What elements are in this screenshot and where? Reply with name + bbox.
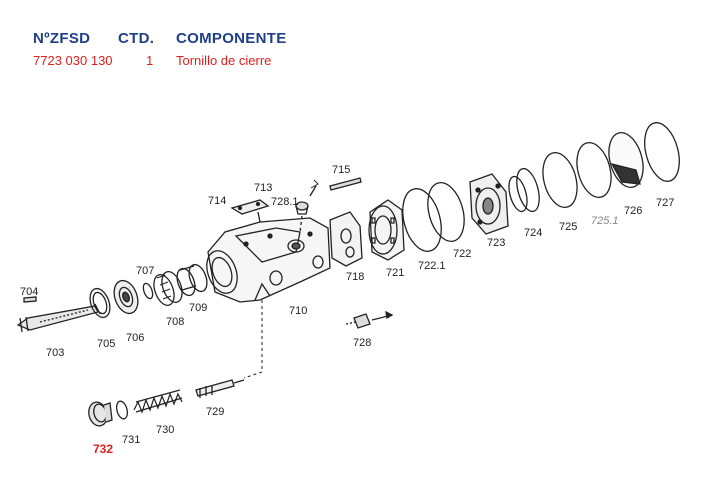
part-724-ring-set[interactable] xyxy=(506,166,544,214)
part-726-end-cover[interactable] xyxy=(603,129,648,191)
label-732: 732 xyxy=(93,442,113,456)
label-722: 722 xyxy=(453,248,471,260)
label-704: 704 xyxy=(20,286,38,298)
label-703: 703 xyxy=(46,347,64,359)
part-715-pin[interactable] xyxy=(309,177,362,197)
part-703-shaft[interactable] xyxy=(16,303,101,333)
label-713: 713 xyxy=(254,182,272,194)
part-725-1-ring[interactable] xyxy=(571,139,616,201)
header-part-number: NºZFSD xyxy=(33,30,91,47)
part-727-snap-ring[interactable] xyxy=(639,119,685,185)
part-722-1-ring[interactable] xyxy=(396,184,447,255)
label-730: 730 xyxy=(156,424,174,436)
label-718: 718 xyxy=(346,271,364,283)
header-component: COMPONENTE xyxy=(176,30,287,47)
component-value: Tornillo de cierre xyxy=(176,53,272,68)
part-728-1-plug[interactable] xyxy=(295,201,309,233)
part-722-ring[interactable] xyxy=(422,179,470,246)
part-706-seal[interactable] xyxy=(110,277,142,316)
label-725: 725 xyxy=(559,221,577,233)
header-quantity: CTD. xyxy=(118,30,155,47)
part-714-plate[interactable] xyxy=(230,199,270,215)
part-731-ring[interactable] xyxy=(115,400,129,420)
label-709: 709 xyxy=(189,302,207,314)
label-727: 727 xyxy=(656,197,674,209)
label-726: 726 xyxy=(624,205,642,217)
part-709-needle-bearing[interactable] xyxy=(174,262,211,298)
label-728: 728 xyxy=(353,337,371,349)
part-721-rotor[interactable] xyxy=(368,199,405,261)
part-708-bearing[interactable] xyxy=(150,269,186,308)
part-707-ring[interactable] xyxy=(142,282,155,300)
label-725-1: 725.1 xyxy=(591,215,619,227)
label-707: 707 xyxy=(136,265,154,277)
part-718-control-plate[interactable] xyxy=(329,211,363,267)
part-704-key[interactable] xyxy=(23,296,37,303)
label-729: 729 xyxy=(206,406,224,418)
part-729-valve[interactable] xyxy=(195,379,245,398)
part-723-cover[interactable] xyxy=(469,173,509,235)
part-705-snap-ring[interactable] xyxy=(86,286,113,320)
label-722-1: 722.1 xyxy=(418,260,446,272)
label-708: 708 xyxy=(166,316,184,328)
part-number-value: 7723 030 130 xyxy=(33,53,113,68)
label-705: 705 xyxy=(97,338,115,350)
part-730-spring[interactable] xyxy=(133,389,183,414)
quantity-value: 1 xyxy=(146,53,154,68)
label-710: 710 xyxy=(289,305,307,317)
label-731: 731 xyxy=(122,434,140,446)
part-710-housing[interactable] xyxy=(201,217,331,303)
label-724: 724 xyxy=(524,227,542,239)
label-714: 714 xyxy=(208,195,226,207)
label-728-1: 728.1 xyxy=(271,196,299,208)
part-732-plug[interactable] xyxy=(86,400,113,428)
part-728-plug[interactable] xyxy=(345,310,394,329)
label-706: 706 xyxy=(126,332,144,344)
label-715: 715 xyxy=(332,164,350,176)
label-723: 723 xyxy=(487,237,505,249)
part-725-ring[interactable] xyxy=(537,149,582,211)
label-721: 721 xyxy=(386,267,404,279)
part-713-screw[interactable] xyxy=(257,211,261,223)
